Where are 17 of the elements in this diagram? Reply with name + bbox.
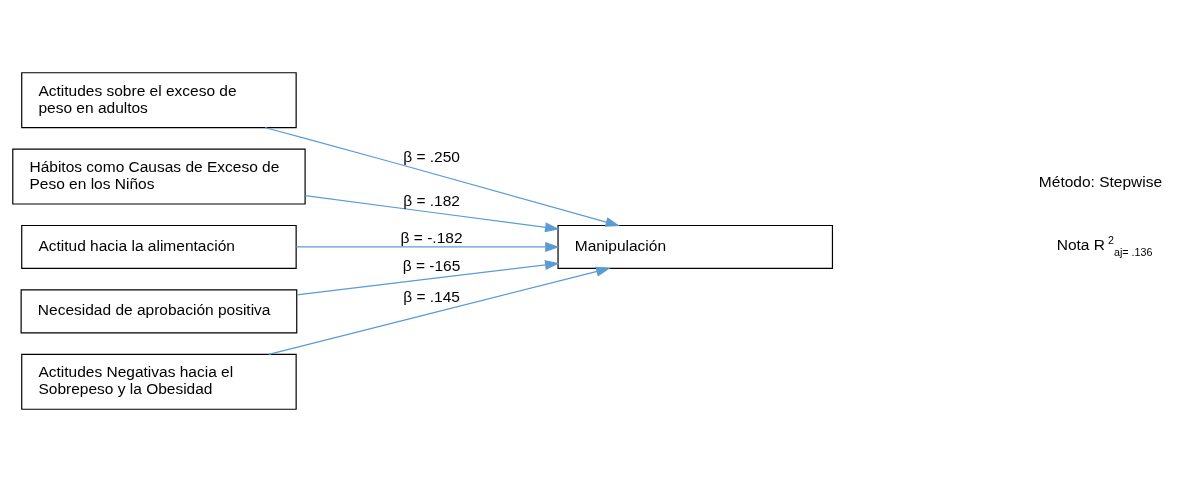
node-box: Actitudes Negativas hacia el Sobrepeso y la Obesidad xyxy=(21,353,297,410)
label: Método: Stepwise xyxy=(1038,172,1163,190)
arrow xyxy=(295,241,560,252)
node-box: Manipulación xyxy=(557,224,834,269)
edge-label: β = -165 xyxy=(402,256,461,274)
node-box: Actitud hacia la alimentación xyxy=(21,224,297,269)
edge-label: β = -.182 xyxy=(400,228,463,246)
node-box: Actitudes sobre el exceso de peso en adultos xyxy=(21,71,297,128)
arrow xyxy=(296,259,560,295)
arrow xyxy=(268,266,611,355)
edge-label: β = .182 xyxy=(403,191,460,209)
node-box: Necesidad de aprobación positiva xyxy=(20,288,298,333)
edge-label: β = .145 xyxy=(403,287,460,305)
arrow xyxy=(304,194,560,232)
arrow xyxy=(264,126,620,227)
edge-label: β = .250 xyxy=(403,147,460,165)
node-box: Hábitos como Causas de Exceso de Peso en los Niños xyxy=(12,148,306,205)
